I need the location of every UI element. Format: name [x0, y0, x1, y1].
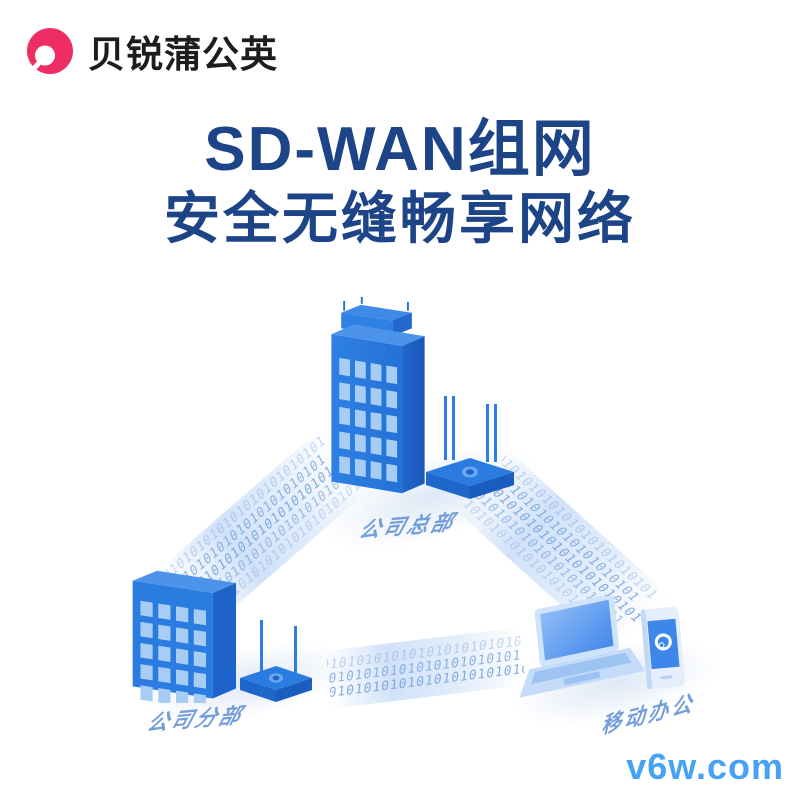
brand-header: 贝锐蒲公英 [26, 24, 278, 78]
phone-icon [640, 607, 685, 690]
pgy-dandelion-logo-icon [27, 28, 73, 74]
title-line2: 安全无缝畅享网络 [164, 187, 636, 251]
branch-router-icon [240, 620, 312, 702]
brand-name: 贝锐蒲公英 [88, 34, 278, 75]
hq-building-icon [331, 297, 425, 494]
branch-building-icon [132, 570, 236, 703]
title-line1: SD-WAN组网 [204, 115, 596, 184]
watermark-url: v6w.com [626, 746, 784, 787]
data-stream-branch-to-mobile: 010101010101010101010101 010101010101010… [325, 627, 526, 709]
hq-router-icon [426, 396, 514, 499]
laptop-icon [519, 596, 646, 698]
page-title: SD-WAN组网 安全无缝畅享网络 [0, 115, 800, 254]
